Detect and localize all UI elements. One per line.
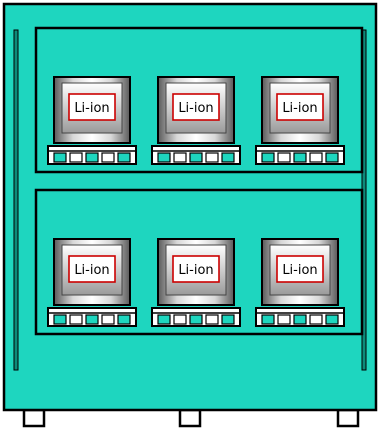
pallet-block — [222, 315, 234, 324]
pallet-block — [262, 315, 274, 324]
battery-unit: Li-ion — [48, 239, 136, 326]
pallet-block — [118, 153, 130, 162]
pallet-block — [190, 315, 202, 324]
battery-unit: Li-ion — [152, 239, 240, 326]
pallet-block — [310, 315, 322, 324]
pallet-block — [326, 315, 338, 324]
pallet-block — [70, 153, 82, 162]
cabinet-foot-left — [24, 410, 44, 426]
pallet-block — [206, 153, 218, 162]
pallet-block — [174, 315, 186, 324]
pallet-block — [310, 153, 322, 162]
pallet-block — [262, 153, 274, 162]
battery-label: Li-ion — [74, 263, 109, 278]
pallet-block — [294, 153, 306, 162]
left-rail — [14, 30, 18, 370]
pallet-block — [222, 153, 234, 162]
pallet-block — [190, 153, 202, 162]
cabinet-foot-right — [338, 410, 358, 426]
pallet-block — [158, 153, 170, 162]
pallet-block — [102, 315, 114, 324]
battery-label: Li-ion — [282, 263, 317, 278]
pallet-block — [158, 315, 170, 324]
pallet-block — [118, 315, 130, 324]
battery-unit: Li-ion — [48, 77, 136, 164]
battery-label: Li-ion — [74, 101, 109, 116]
pallet-block — [54, 315, 66, 324]
battery-label: Li-ion — [178, 101, 213, 116]
pallet-block — [54, 153, 66, 162]
pallet-block — [102, 153, 114, 162]
pallet-block — [294, 315, 306, 324]
pallet-block — [278, 315, 290, 324]
pallet-block — [206, 315, 218, 324]
pallet-block — [326, 153, 338, 162]
battery-unit: Li-ion — [152, 77, 240, 164]
pallet-block — [278, 153, 290, 162]
battery-unit: Li-ion — [256, 77, 344, 164]
pallet-block — [174, 153, 186, 162]
battery-unit: Li-ion — [256, 239, 344, 326]
cabinet-foot-middle — [180, 410, 200, 426]
battery-label: Li-ion — [178, 263, 213, 278]
battery-label: Li-ion — [282, 101, 317, 116]
pallet-block — [86, 315, 98, 324]
pallet-block — [86, 153, 98, 162]
cabinet-body — [4, 4, 376, 410]
pallet-block — [70, 315, 82, 324]
